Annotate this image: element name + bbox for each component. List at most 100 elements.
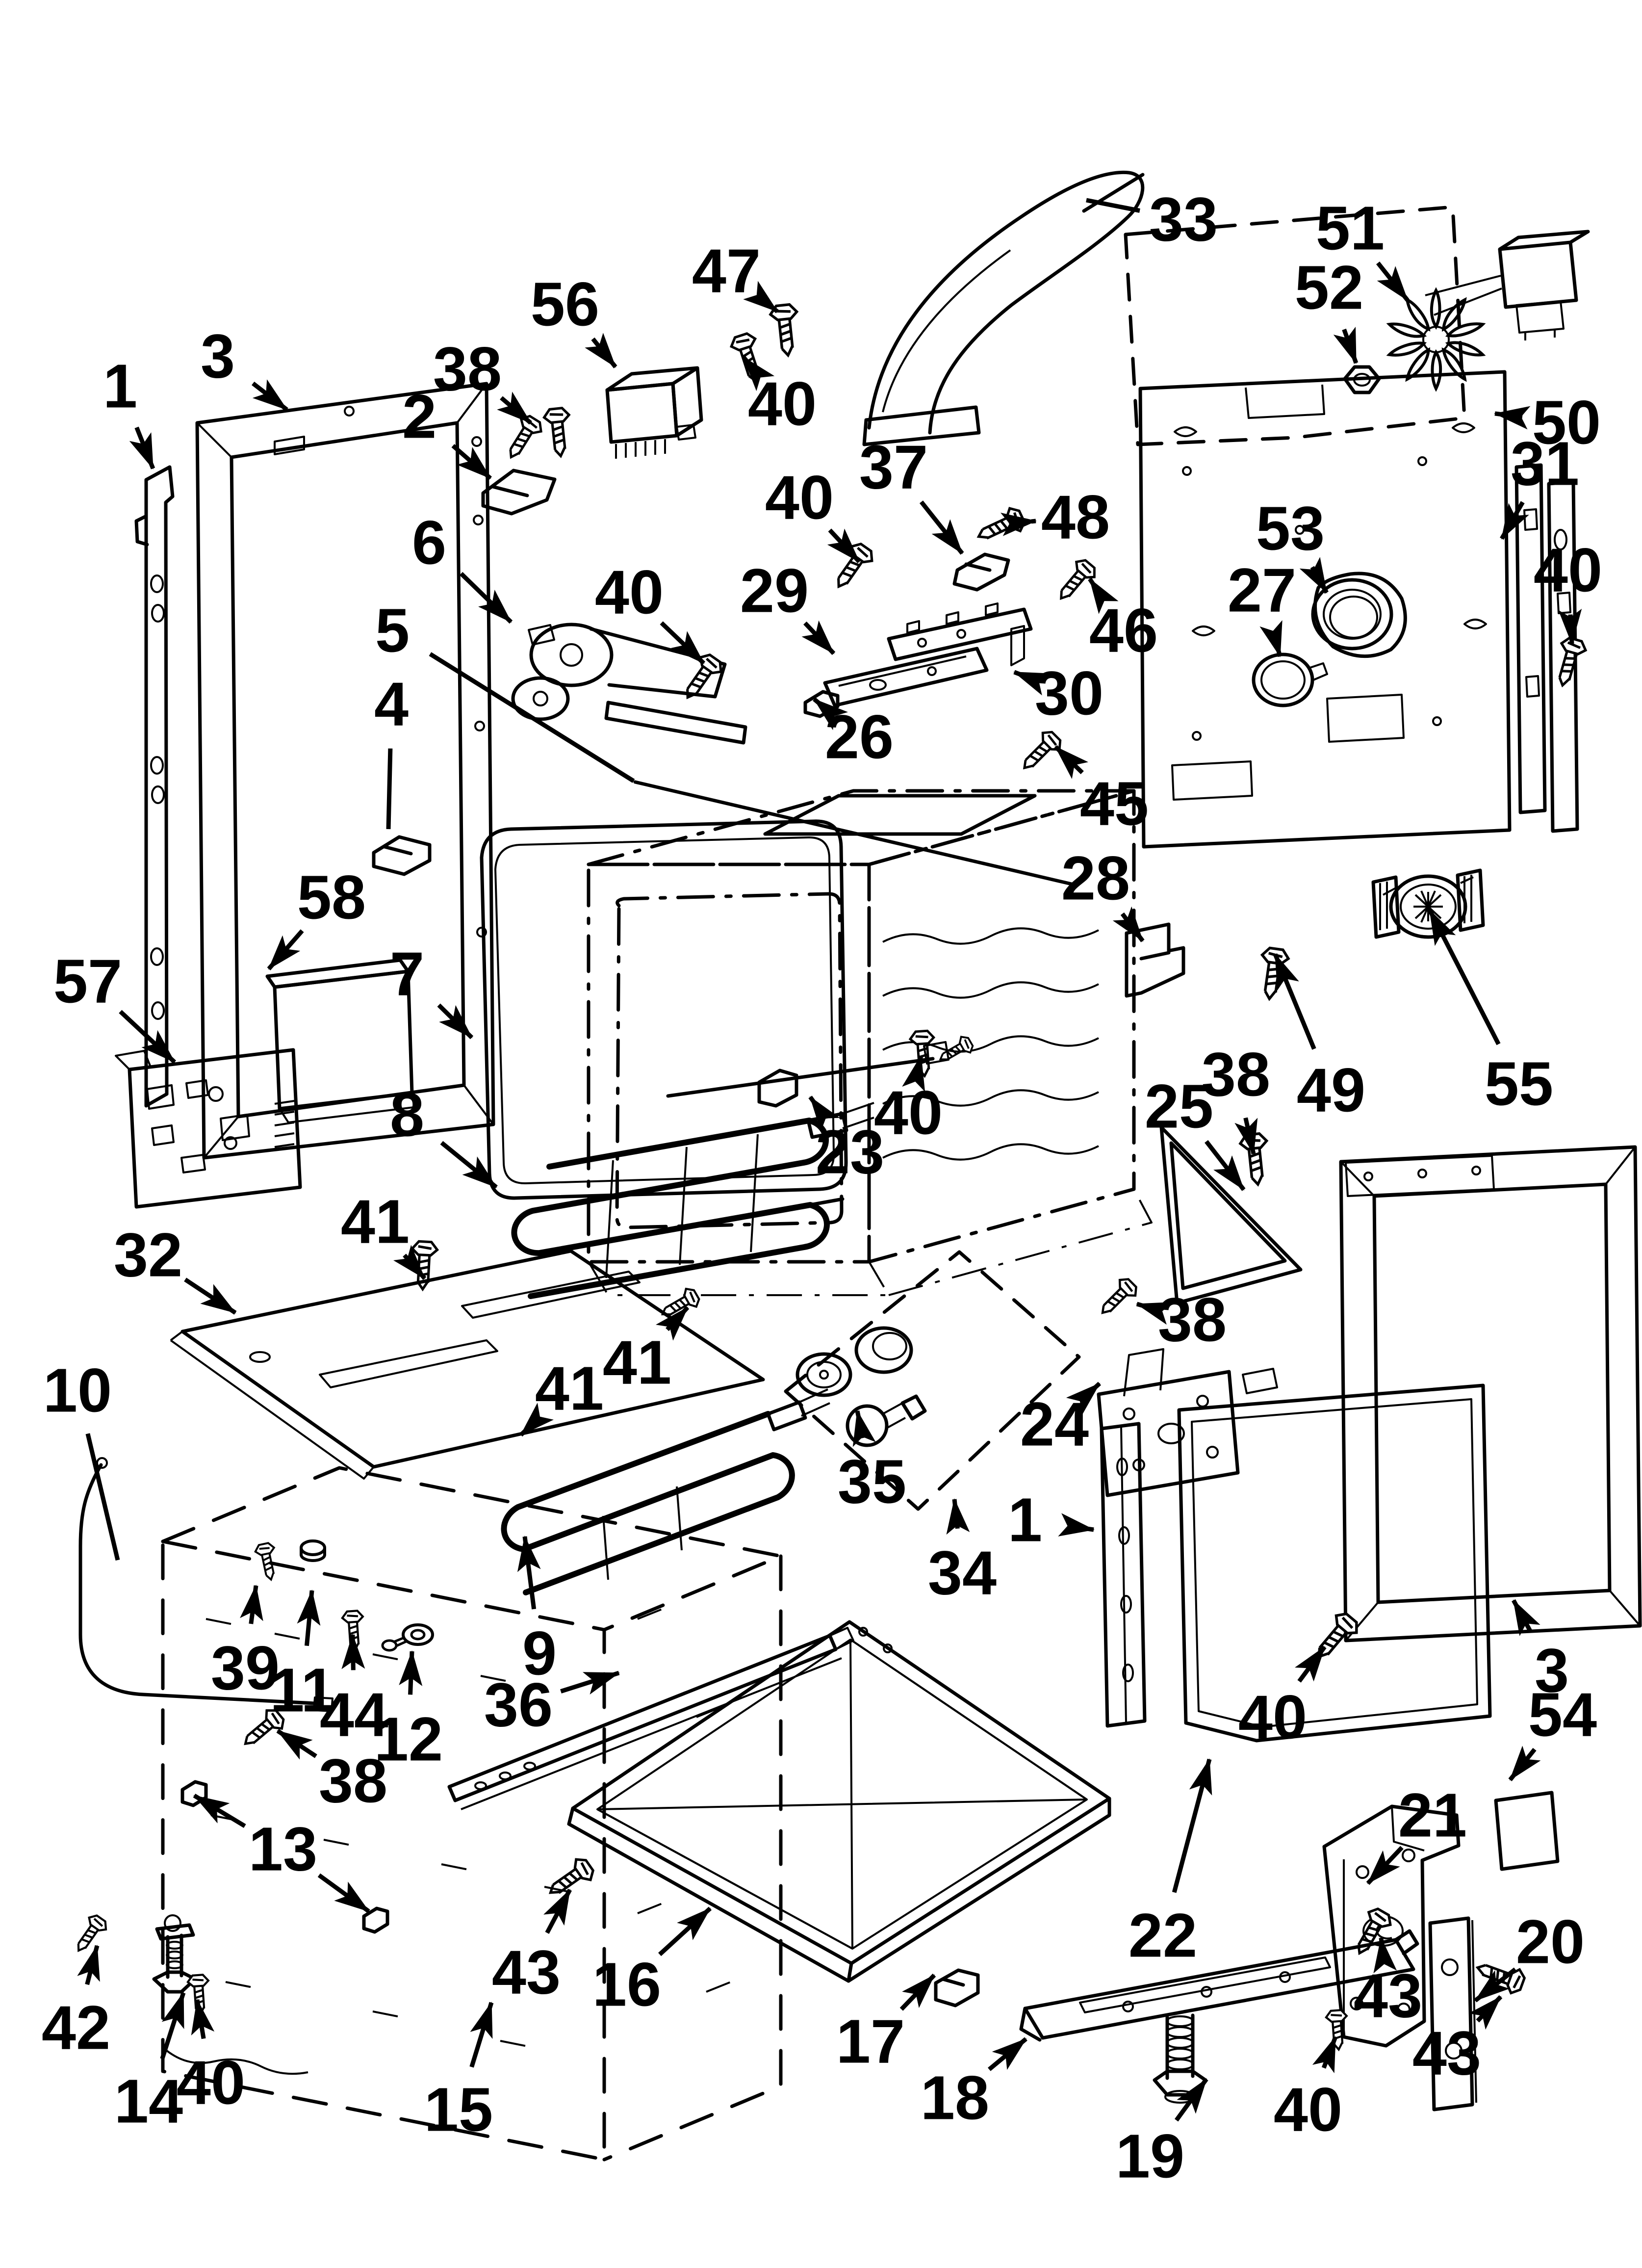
callout-24: 24	[1020, 1382, 1102, 1459]
part-number-label: 24	[1020, 1390, 1089, 1459]
leader-line	[1468, 1995, 1503, 2030]
leader-line	[240, 1585, 263, 1624]
callout-40: 40	[765, 463, 861, 564]
callout-8: 8	[390, 1080, 498, 1189]
callout-27: 27	[1228, 556, 1296, 657]
right-side-panel	[1339, 1145, 1642, 1642]
fan-kit-dashed-box	[1124, 205, 1590, 446]
screw-icon	[501, 413, 545, 464]
callout-4: 4	[374, 670, 409, 830]
broil-element	[501, 1388, 830, 1595]
part-number-label: 22	[1129, 1901, 1197, 1970]
anti-tip-plate	[1428, 1916, 1477, 2112]
callout-54: 54	[1508, 1680, 1597, 1781]
leader-line	[1088, 577, 1119, 614]
part-number-label: 38	[1202, 1040, 1270, 1109]
latch-rod	[633, 780, 1074, 886]
leader-line	[252, 379, 288, 412]
part-number-label: 40	[595, 558, 664, 627]
part-number-label: 52	[1295, 253, 1363, 322]
part-number-label: 38	[319, 1747, 387, 1816]
part-number-label: 19	[1116, 2122, 1184, 2191]
leader-line	[1427, 909, 1501, 1045]
callout-31: 31	[1500, 429, 1579, 540]
callout-48: 48	[1000, 483, 1110, 552]
part-number-label: 41	[341, 1187, 410, 1256]
callout-38: 38	[1202, 1040, 1270, 1155]
part-number-label: 18	[921, 2063, 989, 2133]
callout-2: 2	[402, 382, 492, 480]
callout-56: 56	[531, 270, 617, 368]
part-number-label: 8	[390, 1080, 424, 1149]
rear-panel	[1138, 370, 1512, 849]
main-top-panel	[170, 1249, 765, 1480]
drawer-glide-rail	[1019, 1929, 1419, 2042]
leader-line	[399, 1650, 423, 1695]
plug-button-icon	[301, 1541, 325, 1561]
leader-line	[852, 1410, 876, 1447]
screw-icon	[253, 1541, 282, 1583]
callout-49: 49	[1273, 953, 1365, 1125]
leader-line	[1474, 1967, 1517, 2003]
part-number-label: 38	[433, 335, 502, 404]
part-number-label: 54	[1528, 1680, 1597, 1749]
callout-19: 19	[1116, 2078, 1208, 2191]
callout-38: 38	[433, 335, 532, 425]
part-number-label: 16	[592, 1950, 661, 2019]
callout-40: 40	[177, 1999, 245, 2117]
part-number-label: 53	[1256, 494, 1325, 563]
callout-40: 40	[1274, 2036, 1342, 2144]
part-number-label: 37	[859, 433, 928, 502]
oven-sensor	[666, 1033, 976, 1108]
part-number-label: 50	[1532, 388, 1601, 457]
leader-line	[129, 426, 155, 469]
ground-clip	[952, 552, 1010, 592]
leader-line	[1366, 1846, 1404, 1885]
leader-line	[655, 1305, 690, 1341]
leader-line	[743, 281, 779, 313]
part-number-label: 23	[816, 1118, 884, 1187]
callout-22: 22	[1129, 1758, 1212, 1970]
leader-line	[267, 929, 304, 970]
callout-40: 40	[1238, 1645, 1327, 1752]
part-number-label: 7	[390, 939, 424, 1009]
part-number-label: 49	[1297, 1056, 1365, 1125]
callout-51: 51	[1316, 194, 1410, 302]
leader-line	[585, 333, 617, 368]
part-number-label: 38	[1158, 1285, 1227, 1355]
callout-1: 1	[1008, 1486, 1095, 1555]
screw-icon	[1095, 1275, 1140, 1320]
part-number-label: 10	[43, 1356, 112, 1425]
leader-line	[1066, 1382, 1102, 1415]
callout-12: 12	[374, 1650, 443, 1774]
leader-line	[85, 1433, 120, 1561]
part-number-label: 40	[1534, 536, 1602, 605]
leader-line	[560, 1670, 620, 1695]
leader-line	[1013, 670, 1051, 696]
harness-clip-right	[362, 1906, 389, 1934]
door-gasket	[480, 819, 848, 1200]
leader-line	[1558, 608, 1582, 645]
leader-line	[451, 444, 492, 480]
callout-53: 53	[1256, 494, 1329, 594]
part-number-label: 56	[531, 270, 599, 339]
part-number-label: 3	[1535, 1636, 1569, 1705]
part-number-label: 17	[836, 2007, 905, 2076]
callout-7: 7	[390, 939, 474, 1040]
part-number-label: 29	[740, 556, 809, 626]
leader-line	[1508, 1746, 1541, 1781]
part-number-label: 1	[1008, 1486, 1042, 1555]
heat-shield	[265, 958, 419, 1123]
leader-line	[1053, 745, 1089, 779]
part-number-label: 9	[522, 1619, 557, 1688]
part-number-label: 30	[1035, 659, 1103, 728]
leader-line	[1295, 1645, 1327, 1683]
insulation-board	[763, 794, 1037, 836]
screw-icon	[543, 407, 573, 457]
callout-58: 58	[267, 863, 366, 970]
part-number-label: 3	[201, 322, 235, 391]
hinge-support	[1125, 922, 1185, 998]
leader-line	[1376, 261, 1410, 302]
callout-25: 25	[1145, 1072, 1246, 1191]
